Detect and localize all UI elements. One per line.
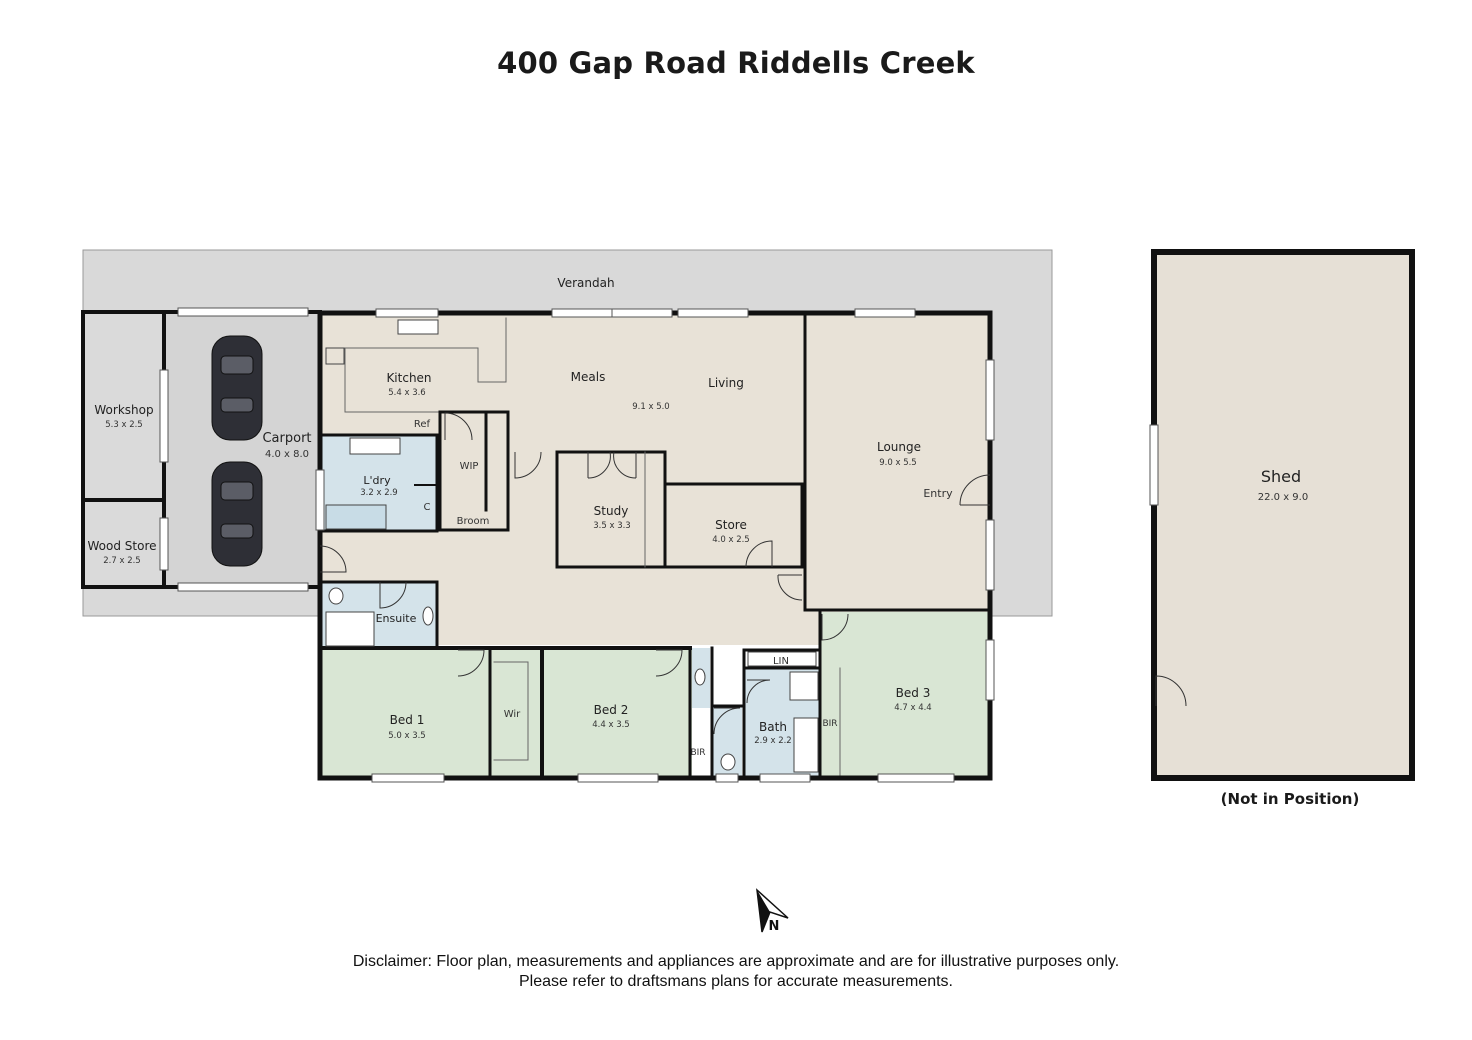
shed-dims: 22.0 x 9.0 — [1258, 492, 1308, 503]
walls — [81, 249, 1415, 781]
bath-label: Bath — [759, 720, 787, 734]
kitchen-label: Kitchen — [386, 371, 431, 385]
ensuite-basin-icon — [422, 606, 434, 626]
windows — [159, 307, 1159, 783]
lounge-label: Lounge — [877, 440, 921, 454]
car-icon — [211, 335, 263, 441]
bed3-dims: 4.7 x 4.4 — [894, 703, 931, 713]
shed-label: Shed — [1261, 467, 1301, 486]
bed2-dims: 4.4 x 3.5 — [592, 720, 629, 730]
lin-label: LIN — [773, 656, 789, 667]
study-dims: 3.5 x 3.3 — [593, 521, 630, 531]
workshop-area — [84, 312, 164, 587]
page-title: 400 Gap Road Riddells Creek — [497, 46, 975, 80]
lounge-dims: 9.0 x 5.5 — [879, 458, 916, 468]
bir2-label: BIR — [690, 748, 705, 758]
wip-label: WIP — [460, 461, 479, 472]
lin-shelf-icon — [747, 651, 817, 667]
laundry-dims: 3.2 x 2.9 — [360, 488, 397, 498]
meals-label: Meals — [571, 370, 606, 384]
fixtures — [325, 319, 819, 773]
house-floor — [320, 313, 990, 645]
carport-dims: 4.0 x 8.0 — [265, 449, 309, 460]
carport-label: Carport — [262, 431, 311, 446]
laundry-trough-icon — [349, 437, 401, 455]
wood-store-dims: 2.7 x 2.5 — [103, 556, 140, 566]
verandah-label: Verandah — [557, 276, 614, 290]
door-swings — [319, 412, 1187, 735]
workshop-label: Workshop — [94, 403, 153, 417]
wir-label: Wir — [504, 709, 521, 720]
bed3-label: Bed 3 — [896, 686, 931, 700]
wc-toilet-icon — [720, 753, 736, 771]
living-label: Living — [708, 376, 744, 390]
disclaimer-line-2: Please refer to draftsmans plans for acc… — [519, 973, 953, 990]
bed2-label: Bed 2 — [594, 703, 629, 717]
car-icon — [211, 461, 263, 567]
kitchen-sink-icon — [397, 319, 439, 335]
bath-shower-icon — [789, 671, 819, 701]
bath-dims: 2.9 x 2.2 — [754, 736, 791, 746]
north-arrow-icon: N — [756, 888, 789, 934]
bathtub-icon — [793, 717, 819, 773]
kitchen-dims: 5.4 x 3.6 — [388, 388, 425, 398]
bed1-dims: 5.0 x 3.5 — [388, 731, 425, 741]
wood-store-label: Wood Store — [88, 539, 157, 553]
living-dims: 9.1 x 5.0 — [632, 402, 669, 412]
broom-label: Broom — [457, 516, 490, 527]
study-label: Study — [594, 504, 629, 518]
bed2-area — [542, 650, 692, 777]
compass-label: N — [769, 919, 780, 934]
entry-label: Entry — [923, 487, 953, 500]
laundry-bench-icon — [325, 504, 387, 530]
ensuite-toilet-icon — [328, 587, 344, 605]
ref-label: Ref — [414, 419, 431, 430]
workshop-dims: 5.3 x 2.5 — [105, 420, 142, 430]
store-dims: 4.0 x 2.5 — [712, 535, 749, 545]
laundry-label: L'dry — [363, 474, 391, 487]
bir3-label: BIR — [822, 719, 837, 729]
store-label: Store — [715, 518, 747, 532]
bed3-area — [820, 612, 990, 777]
disclaimer: Disclaimer: Floor plan, measurements and… — [0, 952, 1472, 992]
hall-basin-icon — [694, 668, 706, 686]
shed-note: (Not in Position) — [1220, 790, 1360, 808]
bed1-area — [320, 650, 542, 777]
cooktop-icon — [325, 347, 345, 365]
disclaimer-line-1: Disclaimer: Floor plan, measurements and… — [352, 953, 1120, 970]
ensuite-shower-icon — [325, 611, 375, 647]
linen-c-label: C — [424, 502, 431, 513]
shed-area — [1154, 252, 1412, 778]
bed1-label: Bed 1 — [390, 713, 425, 727]
ensuite-label: Ensuite — [376, 612, 417, 625]
